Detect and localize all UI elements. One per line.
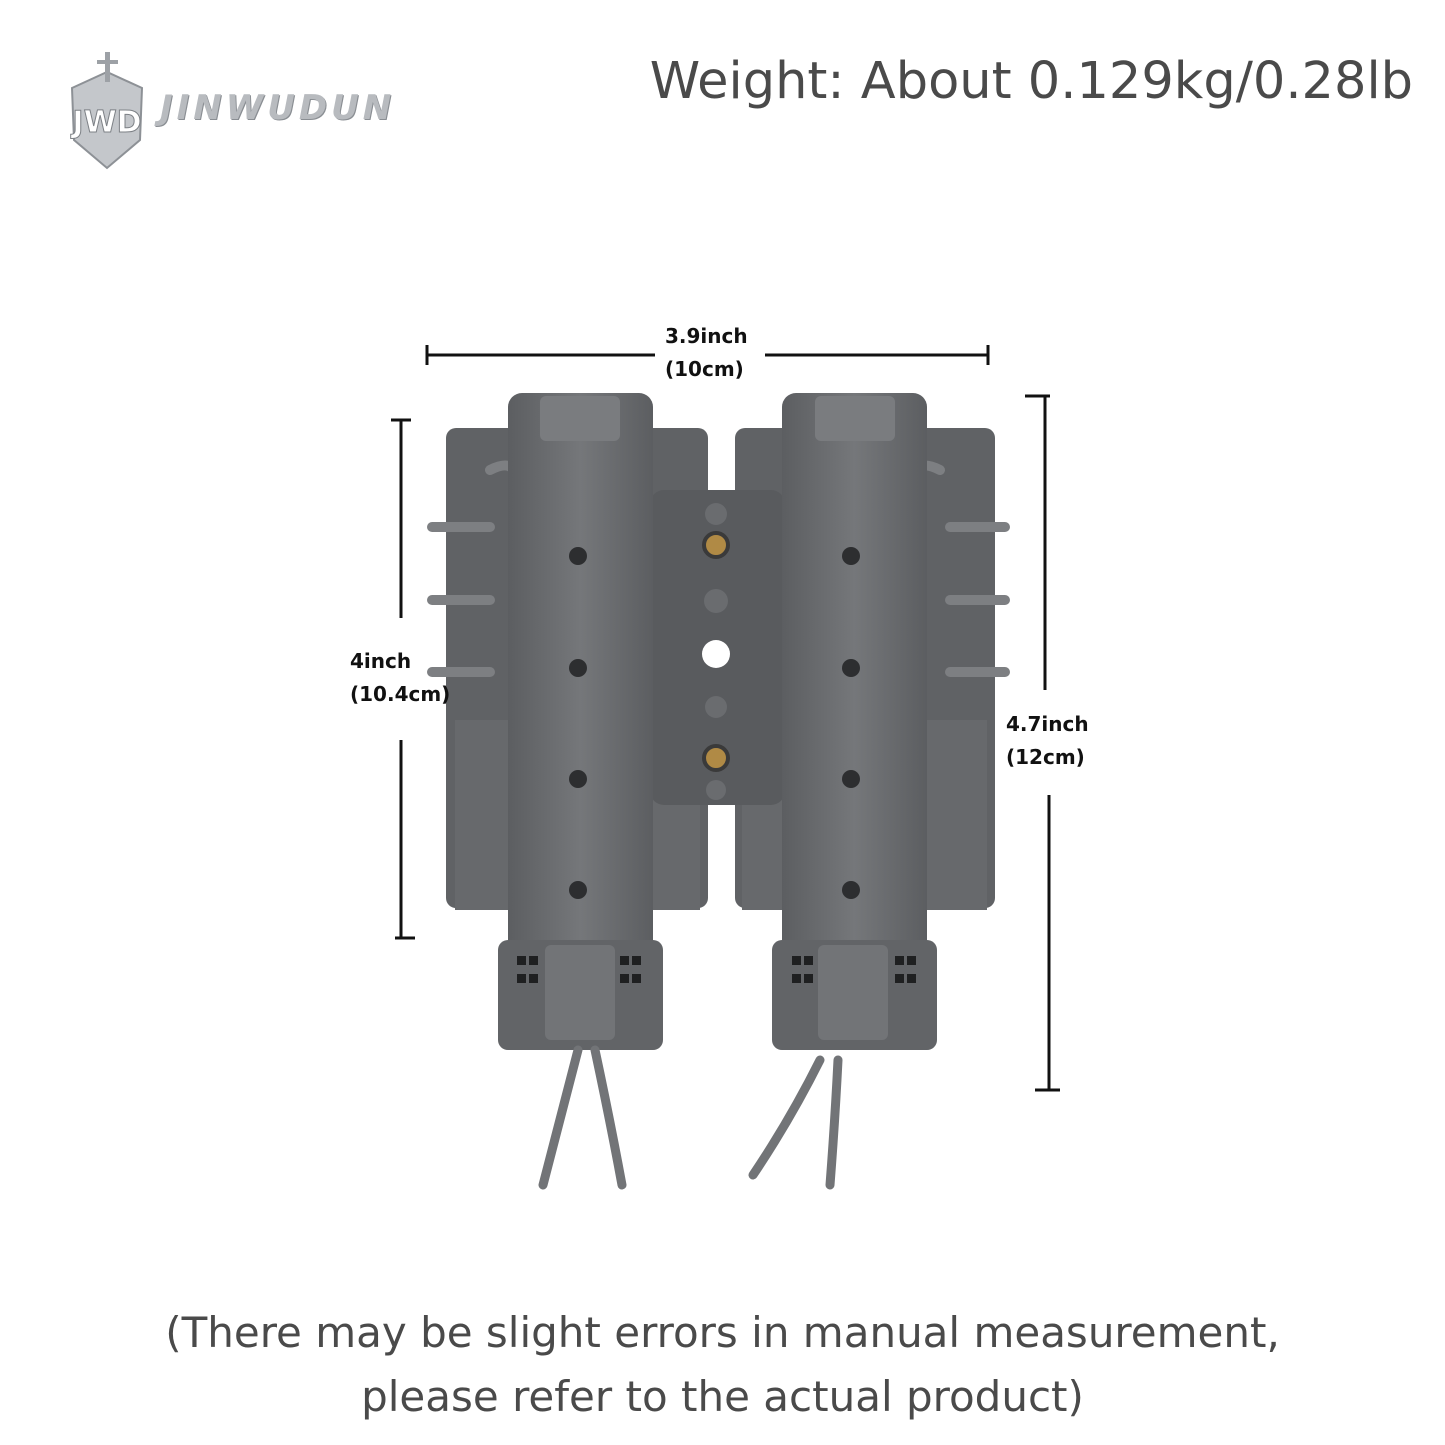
total-height-dimension: 4.7inch (12cm) xyxy=(1006,708,1089,774)
shield-logo-icon: JWD xyxy=(70,52,144,170)
total-height-inch: 4.7inch xyxy=(1006,712,1089,736)
inner-height-inch: 4inch xyxy=(350,649,412,673)
total-height-cm: (12cm) xyxy=(1006,745,1085,769)
brand-name: JINWUDUN xyxy=(160,88,396,128)
width-inch: 3.9inch xyxy=(665,324,748,348)
note-line-1: (There may be slight errors in manual me… xyxy=(165,1308,1280,1357)
inner-height-dimension: 4inch (10.4cm) xyxy=(350,645,450,711)
width-cm: (10cm) xyxy=(665,357,744,381)
inner-height-cm: (10.4cm) xyxy=(350,682,451,706)
note-line-2: please refer to the actual product) xyxy=(361,1372,1084,1421)
weight-label: Weight: About 0.129kg/0.28lb xyxy=(649,52,1413,111)
svg-text:JWD: JWD xyxy=(70,105,141,140)
brand-logo: JWD xyxy=(70,52,144,170)
width-dimension: 3.9inch (10cm) xyxy=(665,320,748,386)
